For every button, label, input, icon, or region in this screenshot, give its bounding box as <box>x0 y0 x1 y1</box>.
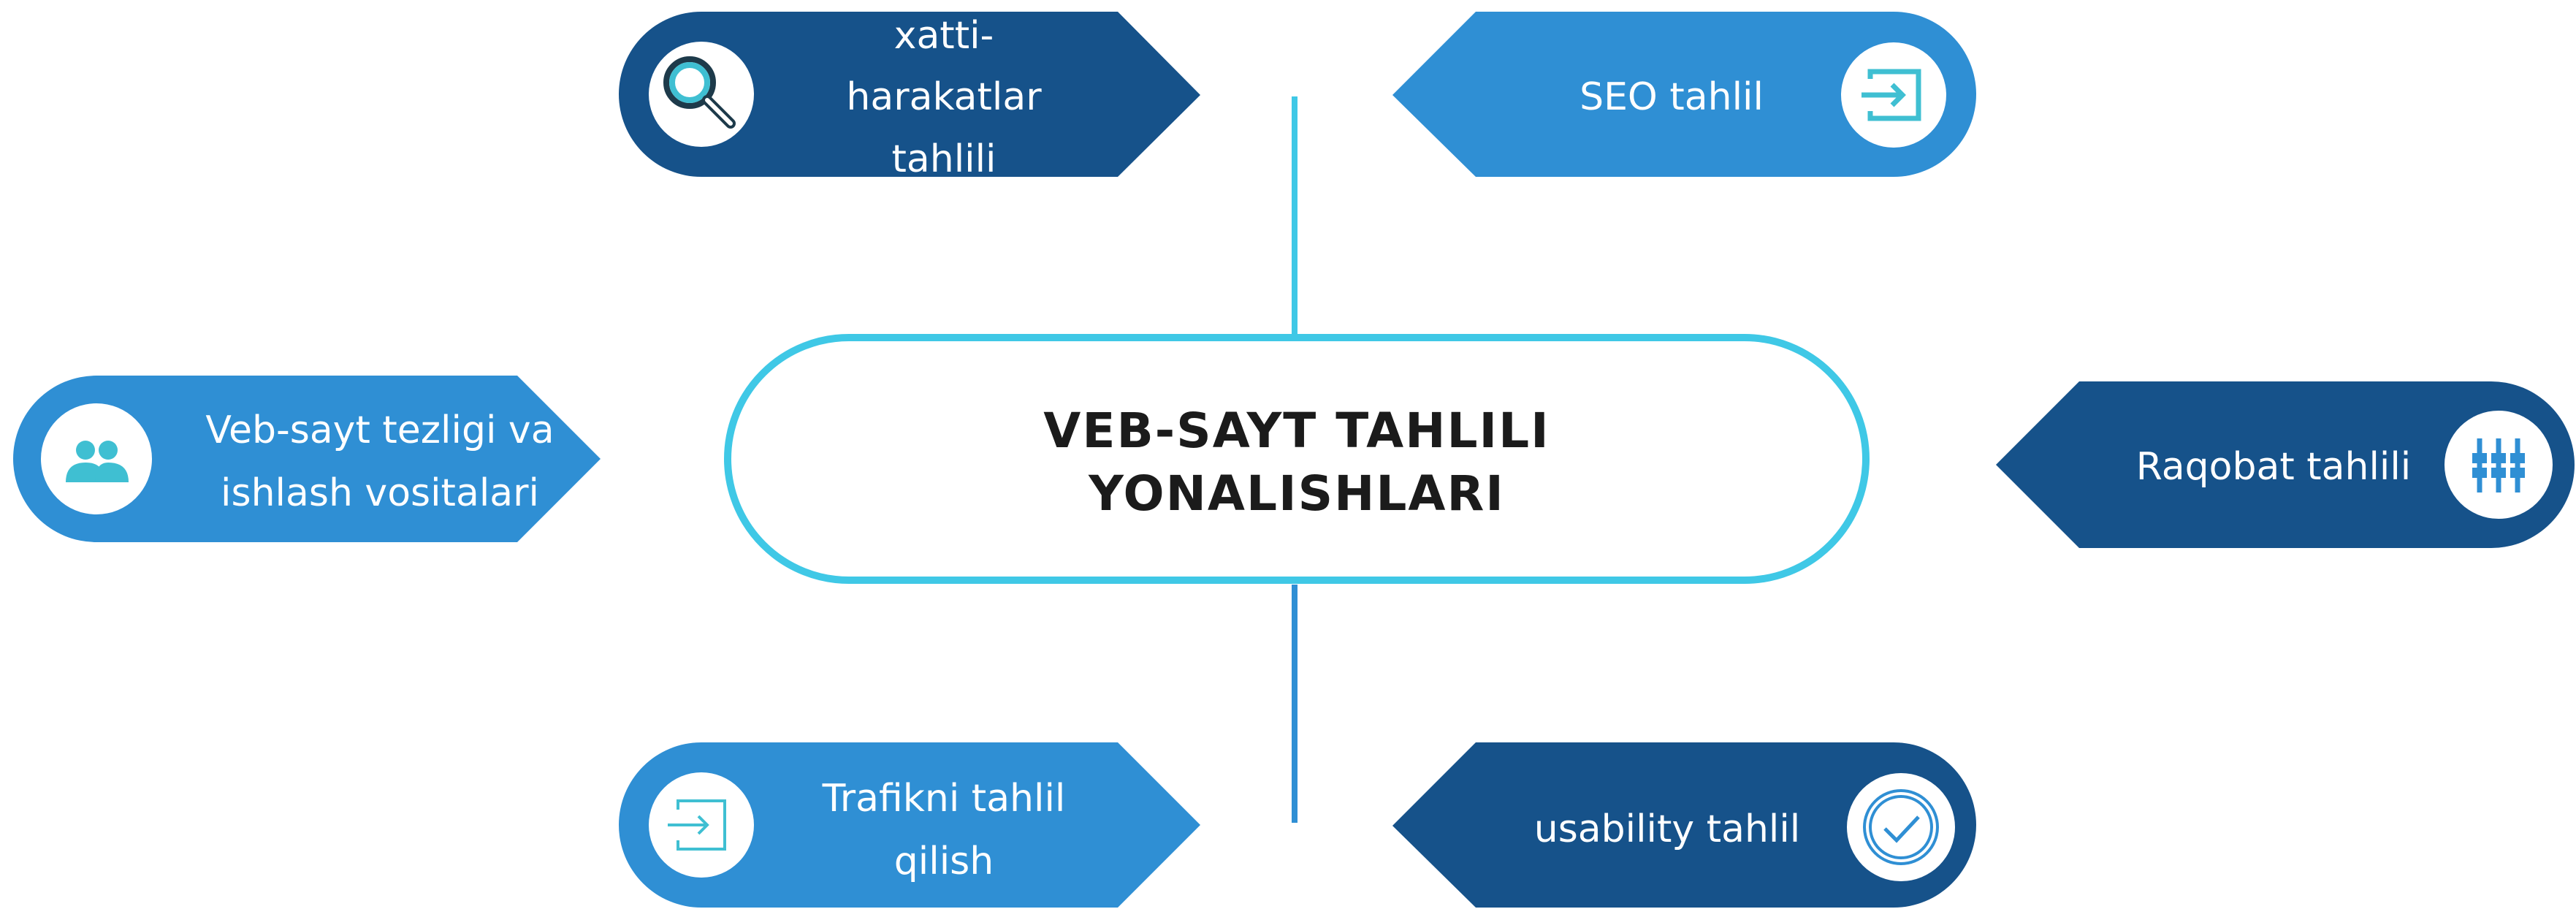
center-title-line-2: YONALISHLARI <box>1088 465 1505 522</box>
node-behavior[interactable]: xatti- harakatlar tahlili <box>619 12 1200 181</box>
enter-icon <box>668 799 726 851</box>
check-circle-icon <box>1863 789 1939 865</box>
node-usability[interactable]: usability tahlil <box>1392 742 1976 908</box>
node-speed-shape <box>13 376 601 542</box>
sliders-icon <box>2472 438 2525 492</box>
node-usability-shape <box>1392 742 1976 908</box>
node-behavior-shape <box>619 12 1200 177</box>
node-competition[interactable]: Raqobat tahlili <box>1996 381 2575 548</box>
magnifier-icon <box>663 56 736 129</box>
node-behavior-line-2: harakatlar <box>846 75 1042 119</box>
node-traffic-line-1: Trafikni tahlil <box>822 777 1066 821</box>
sign-in-icon <box>1861 69 1921 121</box>
node-seo[interactable]: SEO tahlil <box>1392 12 1976 177</box>
node-speed-icon-bg <box>41 403 152 514</box>
center-node: VEB-SAYT TAHLILI YONALISHLARI <box>724 334 1870 584</box>
node-speed[interactable]: Veb-sayt tezligi va ishlash vositalari <box>13 376 601 542</box>
node-behavior-line-1: xatti- <box>894 14 994 58</box>
node-speed-line-2: ishlash vositalari <box>221 471 539 515</box>
node-seo-shape <box>1392 12 1976 177</box>
node-speed-line-1: Veb-sayt tezligi va <box>205 408 554 452</box>
users-icon <box>66 441 129 482</box>
node-seo-line-1: SEO tahlil <box>1579 75 1764 119</box>
center-title-line-1: VEB-SAYT TAHLILI <box>1043 403 1550 459</box>
node-usability-icon-bg <box>1847 773 1955 881</box>
node-traffic[interactable]: Trafikni tahlil qilish <box>619 742 1200 908</box>
node-behavior-line-3: tahlili <box>892 137 997 181</box>
node-competition-line-1: Raqobat tahlili <box>2136 445 2411 489</box>
node-traffic-shape <box>619 742 1200 908</box>
center-pill <box>724 334 1870 584</box>
node-traffic-line-2: qilish <box>894 840 994 883</box>
node-competition-shape <box>1996 381 2575 548</box>
node-usability-line-1: usability tahlil <box>1534 807 1801 851</box>
